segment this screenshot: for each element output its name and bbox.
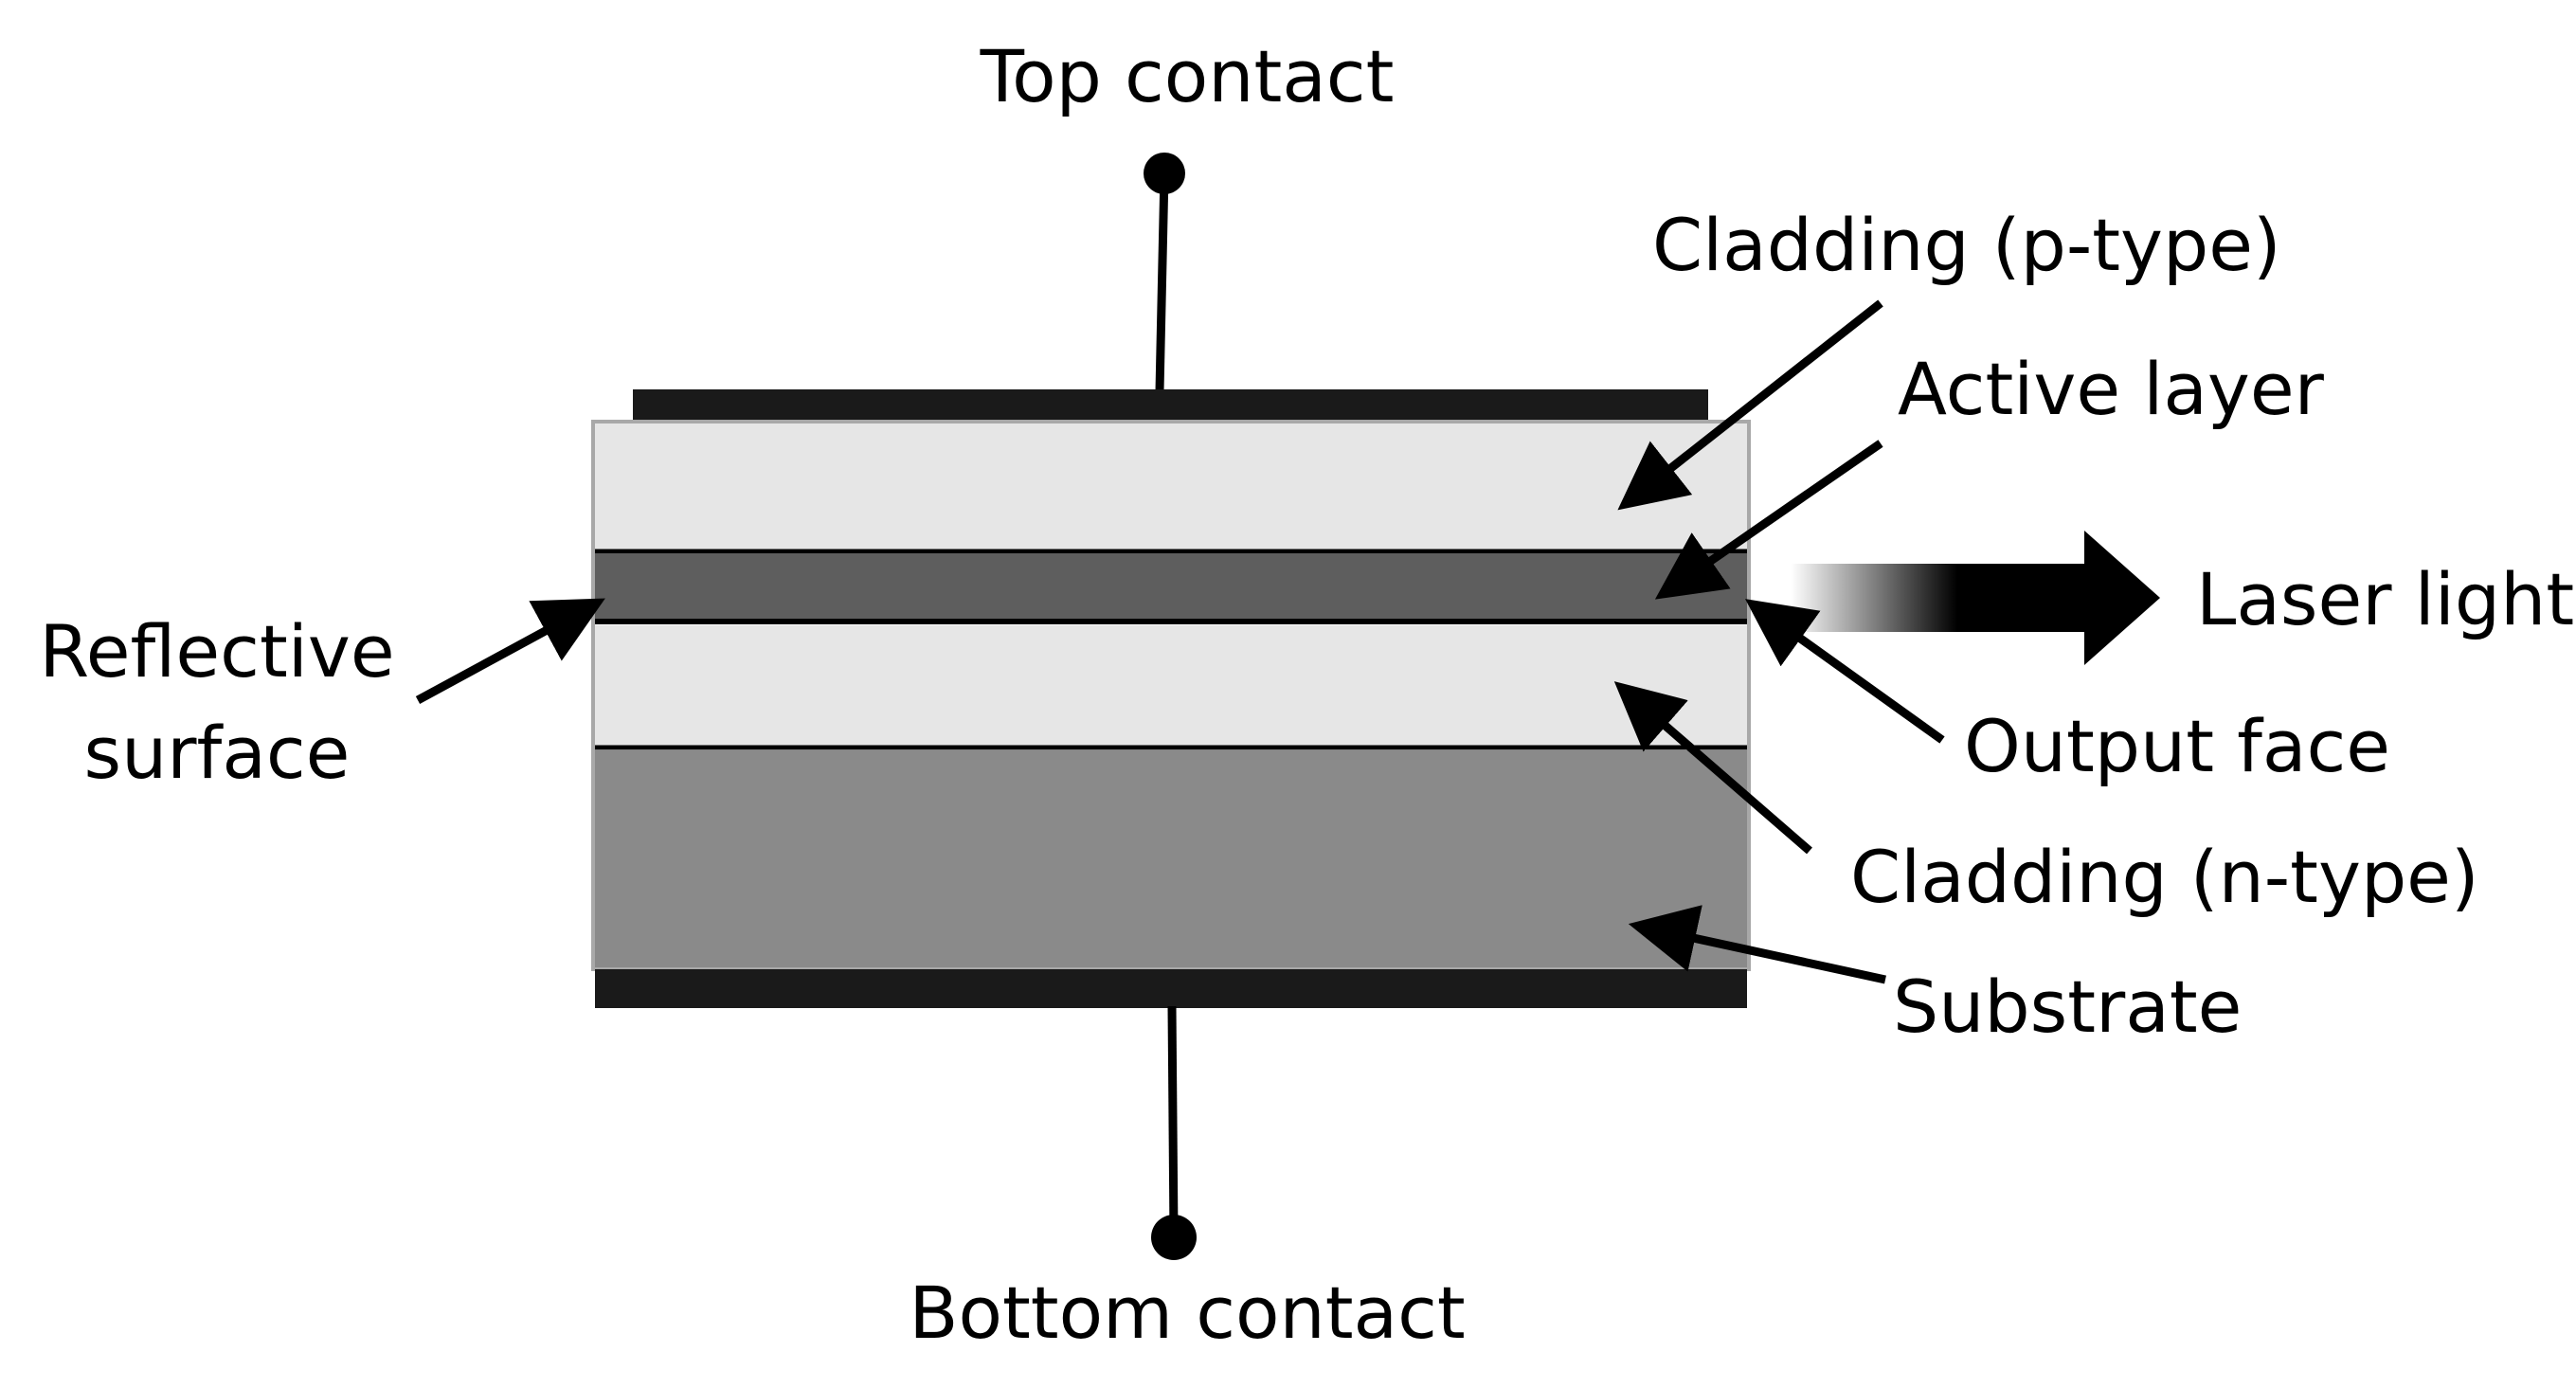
substrate-arrow [1628, 905, 1886, 984]
active-layer [595, 553, 1747, 620]
active-layer-label: Active layer [1898, 347, 2325, 431]
bottom-contact-terminal [1151, 1215, 1197, 1260]
top-contact-terminal [1144, 153, 1185, 194]
cladding-p-layer [595, 424, 1747, 550]
substrate-label: Substrate [1893, 964, 2242, 1049]
reflective-surface-arrow [415, 598, 605, 704]
output-face-label: Output face [1964, 704, 2390, 788]
cladding-n-layer [595, 625, 1747, 747]
bottom-contact-electrode [595, 969, 1747, 1008]
reflective-surface-label-line2: surface [84, 711, 351, 795]
laser-beam [1791, 564, 2094, 632]
top-contact-label: Top contact [980, 34, 1395, 118]
cladding-p-arrow [1617, 299, 1883, 511]
top-contact-wire [1155, 172, 1169, 392]
reflective-surface-label-line1: Reflective [39, 609, 394, 694]
bottom-contact-wire [1167, 1005, 1179, 1238]
active-layer-arrow [1654, 440, 1883, 600]
cladding-n-label: Cladding (n-type) [1850, 835, 2479, 919]
cladding-n-arrow [1613, 681, 1812, 855]
laser-beam-arrowhead [2084, 531, 2160, 665]
top-contact-electrode [633, 389, 1708, 424]
output-face-arrow [1745, 599, 1945, 744]
cladding-p-label: Cladding (p-type) [1652, 203, 2281, 287]
substrate-layer [595, 750, 1747, 967]
laser-light-label: Laser light [2196, 557, 2574, 641]
bottom-contact-label: Bottom contact [909, 1271, 1465, 1355]
